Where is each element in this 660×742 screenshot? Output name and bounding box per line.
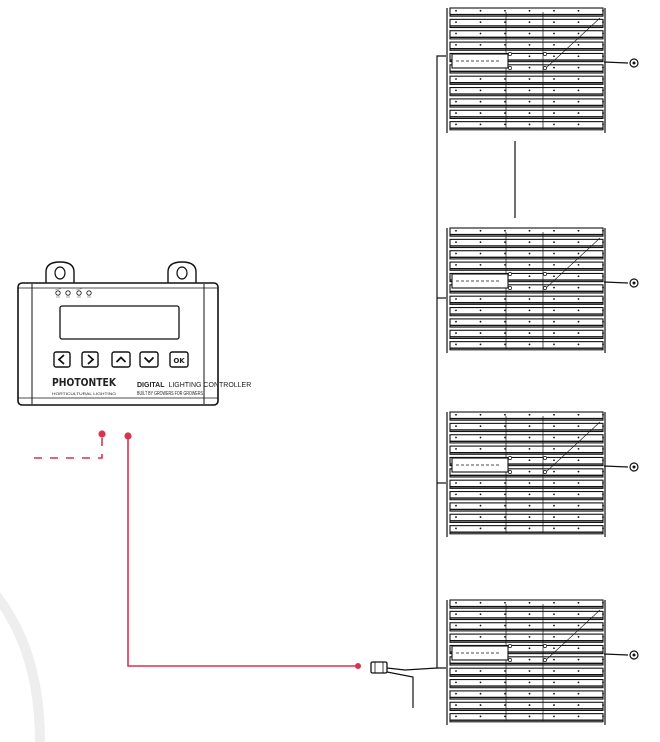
- status-led-1: [55, 290, 61, 296]
- input-port-dot: [98, 430, 106, 438]
- brand-subtitle: HORTICULTURAL LIGHTING: [52, 391, 116, 396]
- digital-lighting-controller: OK PHOTONTEK HORTICULTURAL LIGHTING DIGI…: [17, 261, 251, 406]
- led-bar: [449, 227, 604, 237]
- driver-box: [451, 272, 547, 290]
- product-name-rest: LIGHTING CONTROLLER: [168, 382, 251, 389]
- ok-button[interactable]: OK: [169, 351, 189, 368]
- brand-logo: PHOTONTEK: [52, 376, 116, 389]
- chevron-up-icon: [115, 356, 127, 363]
- led-bar: [449, 622, 604, 632]
- chevron-right-icon: [87, 354, 95, 365]
- power-cord: [603, 278, 639, 288]
- led-bar: [449, 7, 604, 17]
- power-cord: [603, 462, 639, 472]
- status-led-group: [54, 287, 92, 298]
- led-fixture-1: [446, 7, 639, 133]
- power-cord: [603, 58, 639, 68]
- led-bar: [449, 678, 604, 689]
- ok-button-label: OK: [173, 357, 185, 365]
- led-bar: [449, 30, 604, 40]
- led-bar: [449, 513, 604, 523]
- led-bar: [449, 690, 604, 700]
- led-bar: [449, 411, 604, 421]
- led-bar: [449, 610, 604, 621]
- incoming-signal-cable: [34, 434, 103, 459]
- daisy-chain-bus: [436, 55, 516, 669]
- driver-box: [451, 644, 547, 662]
- mounting-ear-left: [45, 261, 75, 285]
- status-led-3: [76, 290, 82, 296]
- left-button[interactable]: [53, 351, 71, 368]
- led-bar: [449, 18, 604, 29]
- led-fixture-3: [446, 411, 639, 537]
- led-bar: [449, 329, 604, 339]
- led-fixtures: [446, 7, 639, 725]
- lcd-display: [59, 305, 180, 340]
- up-button[interactable]: [111, 351, 131, 368]
- led-bar: [449, 490, 604, 501]
- product-name-bold: DIGITAL: [137, 382, 165, 389]
- output-port-dot: [124, 432, 132, 440]
- mounting-ear-right: [167, 261, 197, 285]
- led-bar: [449, 250, 604, 260]
- led-bar: [449, 445, 604, 455]
- led-bar: [449, 295, 604, 305]
- led-bar: [449, 599, 604, 609]
- led-bar: [449, 306, 604, 317]
- led-bar: [449, 502, 604, 512]
- led-bar: [449, 656, 604, 666]
- led-bar: [449, 633, 604, 643]
- led-bar: [449, 75, 604, 85]
- led-bar: [449, 479, 604, 489]
- driver-box: [451, 52, 547, 70]
- chevron-left-icon: [57, 354, 65, 365]
- background-arc: [0, 592, 45, 742]
- driver-box: [451, 456, 547, 474]
- led-bar: [449, 434, 604, 444]
- drop-cable: [386, 671, 414, 708]
- led-bar: [449, 261, 604, 271]
- led-bar: [449, 318, 604, 328]
- output-signal-cable: [127, 436, 358, 667]
- led-bar: [449, 701, 604, 711]
- splitter-input-dot: [355, 663, 361, 669]
- splitter-connector: [370, 661, 438, 708]
- right-button[interactable]: [81, 351, 99, 368]
- product-name: DIGITAL LIGHTING CONTROLLER: [137, 382, 251, 389]
- led-bar: [449, 86, 604, 97]
- led-bar: [449, 284, 604, 294]
- led-bar: [449, 341, 604, 351]
- power-cord: [603, 650, 639, 660]
- led-bar: [449, 422, 604, 433]
- chevron-down-icon: [143, 356, 155, 364]
- status-led-4: [86, 290, 92, 296]
- led-bar: [449, 41, 604, 51]
- down-button[interactable]: [139, 351, 159, 368]
- led-fixture-2: [446, 227, 639, 353]
- led-bar: [449, 468, 604, 478]
- status-led-2: [65, 290, 71, 296]
- led-fixture-4: [446, 599, 639, 725]
- led-bar: [449, 109, 604, 119]
- led-bar: [449, 713, 604, 723]
- led-bar: [449, 98, 604, 108]
- led-bar: [449, 667, 604, 677]
- led-bar: [449, 238, 604, 249]
- led-bar: [449, 121, 604, 131]
- product-tagline: BUILT BY GROWERS FOR GROWERS: [137, 391, 203, 397]
- led-bar: [449, 525, 604, 535]
- signal-cables: [34, 430, 361, 669]
